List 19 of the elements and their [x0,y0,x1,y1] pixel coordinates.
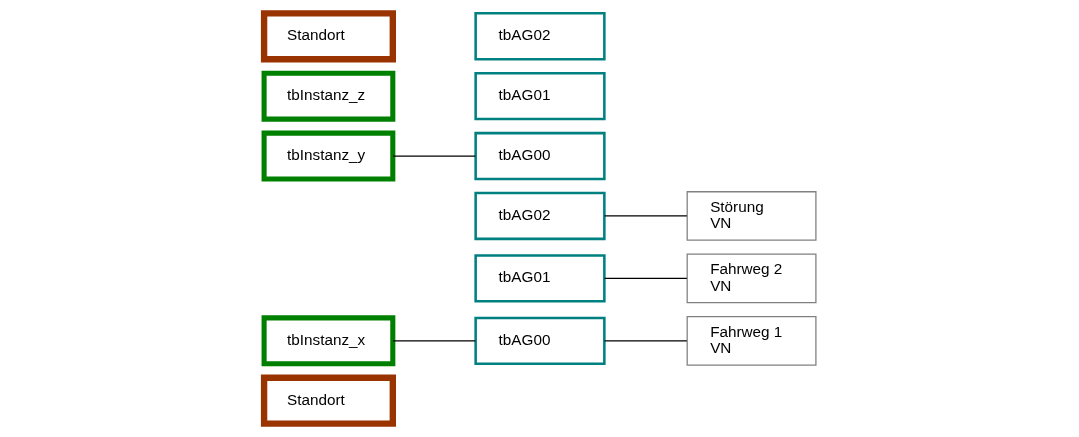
connector [603,340,687,342]
node-box: tbInstanz_x [261,315,395,367]
node-box: tbAG01 [473,254,606,303]
node-box: Standort [260,374,396,427]
node-box: Fahrweg 2 VN [686,253,817,304]
node-box: tbAG02 [473,12,606,61]
node-box: Standort [260,10,396,63]
node-box: Fahrweg 1 VN [686,316,817,366]
node-box: Störung VN [686,191,817,241]
node-box: tbInstanz_z [261,70,395,122]
connector [603,215,687,217]
node-box: tbAG00 [473,316,606,366]
node-box: tbAG00 [473,131,606,181]
node-box: tbAG02 [473,191,606,241]
connector [603,277,687,280]
node-box: tbAG01 [473,71,606,121]
connector [391,155,476,157]
connector [391,340,476,342]
node-box: tbInstanz_y [261,130,395,182]
